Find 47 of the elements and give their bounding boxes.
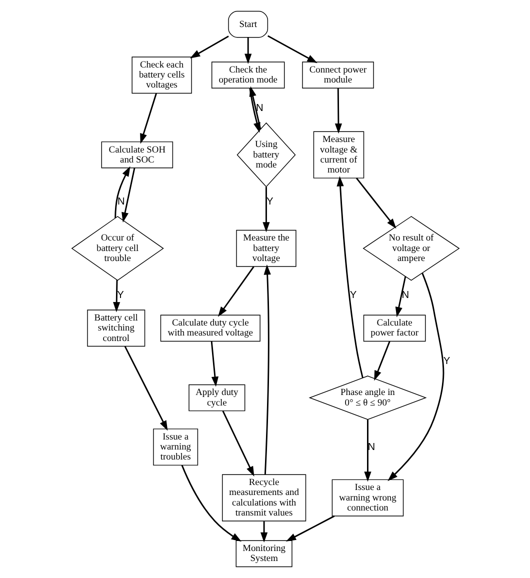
node-box: Connect power module (302, 62, 374, 89)
node-box: Calculate power factor (362, 314, 426, 342)
arrow (121, 168, 135, 223)
node-box: Issue a warning troubles (152, 428, 198, 466)
node-box: Apply duty cycle (188, 384, 245, 412)
arrow (180, 465, 241, 542)
node-box: Measure voltage & current of motor (312, 131, 364, 178)
node-box: Check each battery cells voltages (131, 56, 192, 94)
arrow (222, 410, 254, 477)
edge-label: N (117, 196, 124, 208)
arrow (189, 36, 228, 58)
arrow (210, 341, 218, 387)
edge-label: N (401, 290, 409, 301)
arrow (112, 280, 120, 312)
arrow (394, 276, 406, 318)
node-box: Recycle measurements and calculations with transmit values (222, 474, 306, 522)
node-box: Monitoring System (235, 540, 292, 568)
node-box: Check the operation mode (210, 62, 284, 89)
edge-label: N (367, 442, 375, 453)
arrow (140, 93, 156, 144)
arrow (336, 176, 363, 378)
node-box: Calculate SOH and SOC (100, 141, 173, 168)
arrow (114, 166, 130, 218)
arrow (260, 521, 268, 543)
edge-label: N (256, 102, 263, 114)
edge-label: Y (116, 290, 124, 301)
node-diamond: Occur of battery cell trouble (70, 216, 164, 281)
node-box: Battery cell switching control (86, 310, 145, 347)
arrow (244, 38, 252, 64)
arrow (374, 341, 390, 381)
arrow (263, 264, 270, 474)
arrow (266, 35, 317, 64)
arrow (217, 266, 254, 317)
arrow (364, 420, 371, 482)
node-box: Issue a warning wrong connection (331, 479, 404, 516)
arrow (387, 272, 444, 482)
edge-label: Y (349, 290, 356, 301)
arrow (248, 86, 261, 130)
arrow (285, 515, 334, 542)
arrow (334, 88, 342, 134)
node-diamond: Phase angle in 0° ≤ θ ≤ 90° (308, 376, 426, 420)
node-box: Calculate duty cycle with measured voltage (160, 314, 260, 342)
node-box: Start (228, 10, 268, 38)
edge-label: Y (442, 356, 450, 367)
arrow (355, 178, 396, 229)
node-box: Measure the battery voltage (236, 230, 296, 267)
arrow (124, 346, 168, 431)
